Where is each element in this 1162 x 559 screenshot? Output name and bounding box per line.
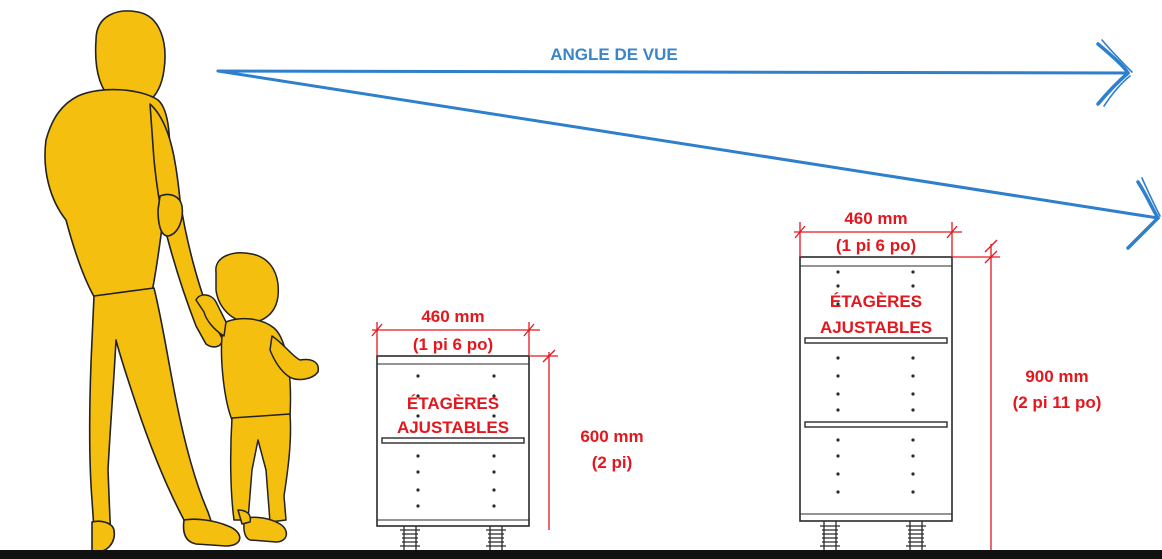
- tall-cabinet-shelves-line2: AJUSTABLES: [820, 318, 932, 337]
- adult-figure: [44, 10, 241, 553]
- tall-cabinet-shelves-line1: ÉTAGÈRES: [830, 292, 922, 311]
- sight-line-horizontal: [216, 69, 1130, 75]
- tall-cabinet-shelf-upper: [804, 337, 948, 344]
- tall-cabinet-height-mm: 900 mm: [1025, 367, 1088, 386]
- sight-lines: [216, 39, 1161, 250]
- tall-cabinet-height-imperial: (2 pi 11 po): [1013, 393, 1102, 412]
- tall-cabinet-legs: [820, 521, 926, 550]
- small-cabinet: [376, 355, 530, 550]
- sight-line-diagonal: [216, 69, 1160, 220]
- tall-cabinet-width-imperial: (1 pi 6 po): [836, 236, 916, 255]
- tall-cabinet-box: [799, 256, 953, 522]
- tall-cabinet-shelf-lower: [804, 421, 948, 428]
- small-cabinet-dimensions: [371, 322, 558, 530]
- tall-cabinet: [799, 256, 953, 550]
- small-cabinet-shelves-line2: AJUSTABLES: [397, 418, 509, 437]
- tall-cabinet-width-mm: 460 mm: [844, 209, 907, 228]
- small-cabinet-legs: [400, 526, 506, 550]
- floor-line: [0, 550, 1162, 559]
- sight-angle-label: ANGLE DE VUE: [550, 45, 678, 64]
- small-cabinet-width-mm: 460 mm: [421, 307, 484, 326]
- small-cabinet-height-imperial: (2 pi): [592, 453, 633, 472]
- small-cabinet-height-mm: 600 mm: [580, 427, 643, 446]
- small-cabinet-box: [376, 355, 530, 527]
- arrowhead-horizontal: [1096, 42, 1131, 106]
- small-cabinet-shelves-line1: ÉTAGÈRES: [407, 394, 499, 413]
- child-figure: [195, 252, 320, 543]
- small-cabinet-width-imperial: (1 pi 6 po): [413, 335, 493, 354]
- tall-cabinet-dimensions: [794, 222, 1000, 552]
- arrowhead-diagonal: [1126, 180, 1161, 250]
- small-cabinet-shelf: [381, 437, 525, 444]
